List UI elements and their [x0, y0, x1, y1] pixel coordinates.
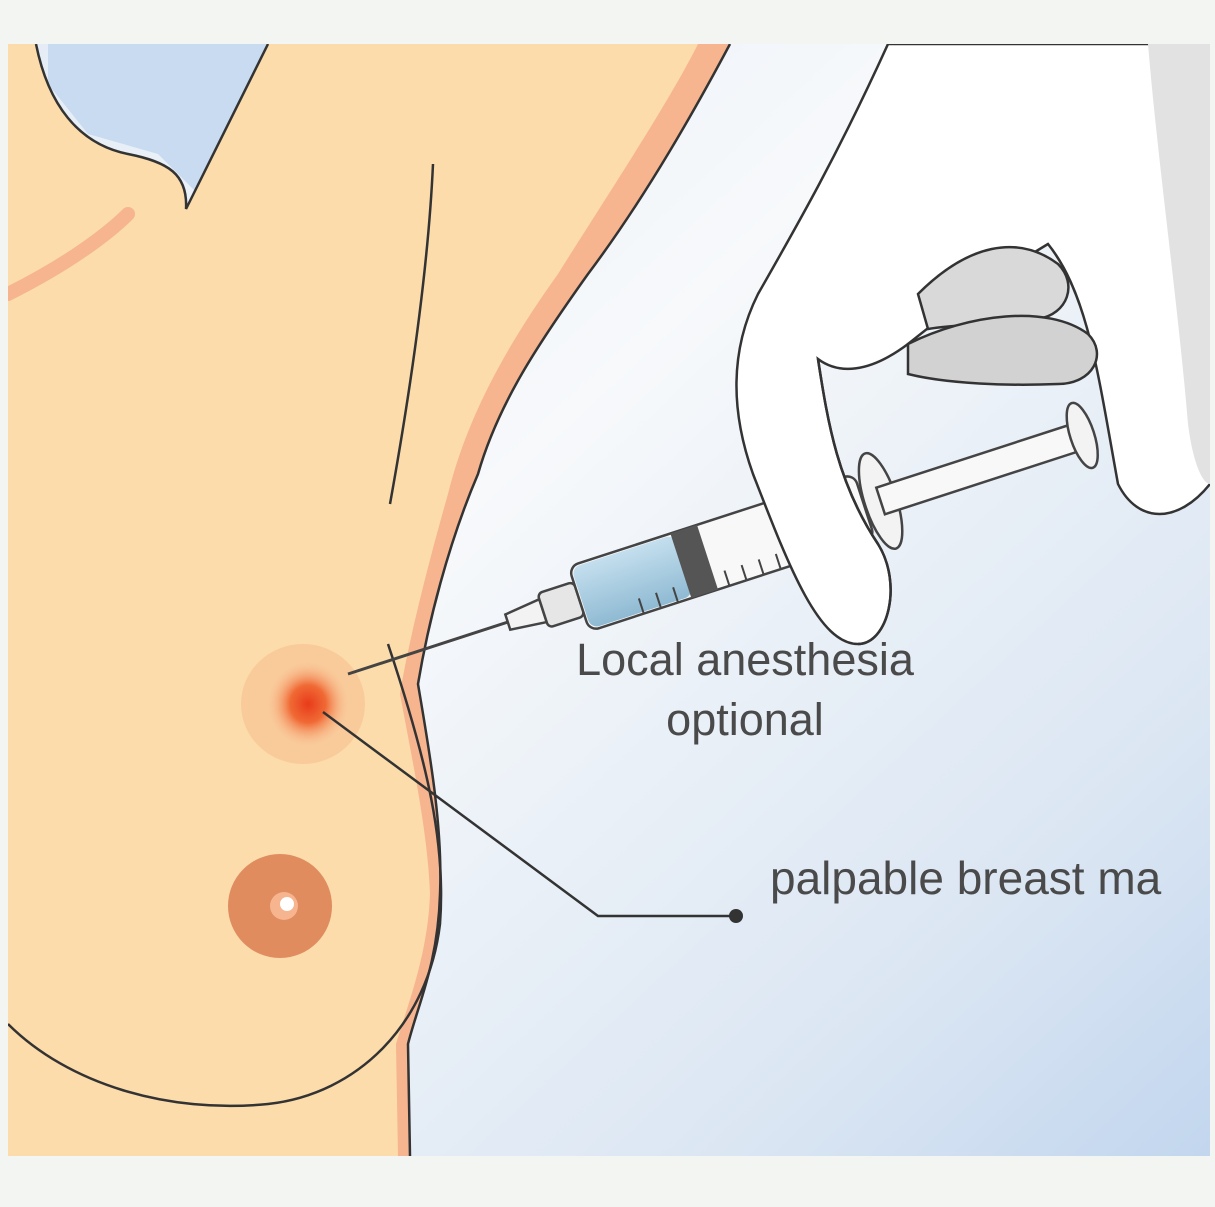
anesthesia-label: Local anesthesia optional	[480, 630, 1010, 750]
mass-leader-dot	[729, 909, 743, 923]
nipple-highlight	[280, 897, 294, 911]
illustration-svg	[8, 44, 1210, 1156]
illustration	[8, 44, 1210, 1156]
mass-label: palpable breast ma	[770, 850, 1161, 906]
anesthesia-label-line1: Local anesthesia	[480, 630, 1010, 690]
anesthesia-label-line2: optional	[480, 690, 1010, 750]
palpable-mass	[268, 662, 348, 746]
